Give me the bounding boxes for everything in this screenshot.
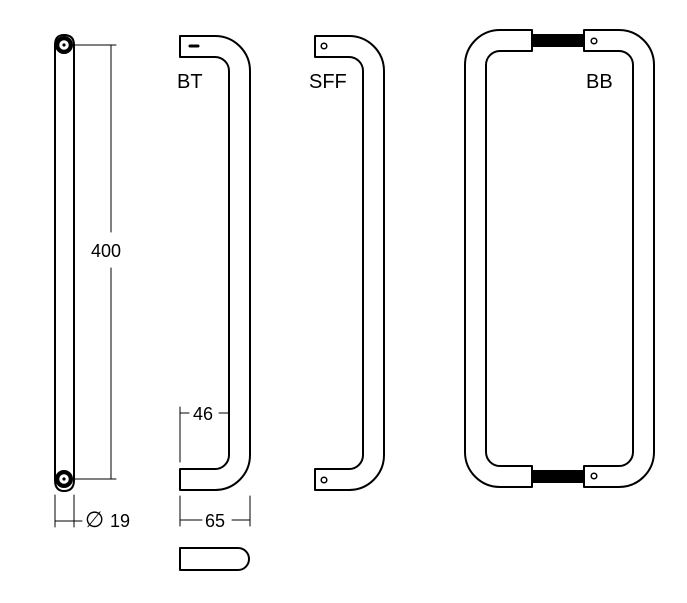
bt-label: BT xyxy=(177,71,203,93)
top-screw-dot xyxy=(62,43,66,47)
bb-top-hole xyxy=(590,37,598,45)
sff-label: SFF xyxy=(309,71,347,93)
bottom-screw-dot xyxy=(62,477,66,481)
diameter-symbol: ∅ xyxy=(85,507,104,532)
sff-top-hole xyxy=(320,42,328,50)
bt-handle-outline xyxy=(179,35,251,491)
bt-side-view xyxy=(179,35,251,571)
front-view-bar xyxy=(54,34,75,492)
bt-end-cap xyxy=(179,547,250,571)
bb-right-handle xyxy=(583,29,655,488)
diameter-dimension-label: 19 xyxy=(110,511,130,531)
depth-dimension-label: 65 xyxy=(205,511,225,531)
bb-left-handle xyxy=(464,29,533,488)
sff-bottom-hole xyxy=(320,476,328,484)
bb-bottom-thread xyxy=(533,470,583,483)
bb-view xyxy=(464,29,655,488)
front-view xyxy=(54,34,117,528)
sff-side-view xyxy=(314,35,385,491)
bb-top-thread xyxy=(533,34,583,47)
sff-handle-outline xyxy=(314,35,385,491)
inner-offset-dimension-label: 46 xyxy=(193,404,213,424)
length-dimension-label: 400 xyxy=(91,241,121,261)
bb-label: BB xyxy=(586,71,613,93)
bb-bottom-hole xyxy=(590,472,598,480)
